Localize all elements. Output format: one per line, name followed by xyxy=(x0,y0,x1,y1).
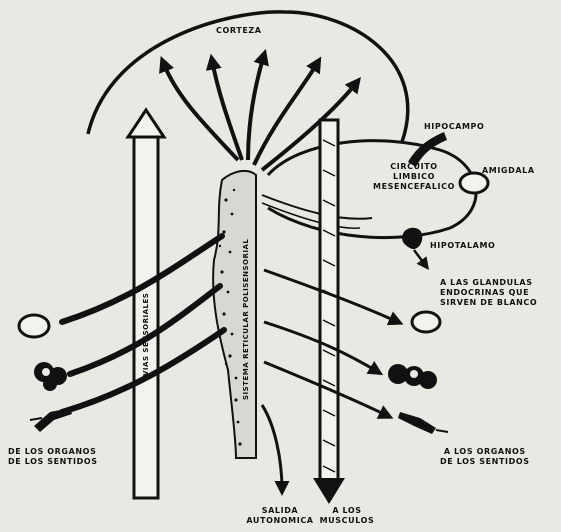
muscles-label-line2: MUSCULOS xyxy=(312,516,382,526)
reticular-system-label: SISTEMA RETICULAR POLISENSORIAL xyxy=(242,239,250,400)
eye-icon xyxy=(412,312,440,332)
sense-organs-input-label: DE LOS ORGANOS DE LOS SENTIDOS xyxy=(8,447,98,467)
limbic-circuit-label-line2: LIMBICO xyxy=(364,172,464,182)
eye-icon xyxy=(19,315,49,337)
limbic-circuit-label-line1: CIRCUITO xyxy=(364,162,464,172)
ear-icon xyxy=(388,364,437,389)
sensory-pathways-label: VIAS SENSORIALES xyxy=(142,293,150,376)
limbic-circuit-label-line3: MESENCEFALICO xyxy=(364,182,464,192)
autonomic-output-label: SALIDA AUTONOMICA xyxy=(240,506,320,526)
hypothalamus-shape xyxy=(402,228,422,249)
muscles-label: A LOS MUSCULOS xyxy=(312,506,382,526)
hippocampus-label: HIPOCAMPO xyxy=(424,122,484,132)
endocrine-glands-label: A LAS GLANDULAS ENDOCRINAS QUE SIRVEN DE… xyxy=(440,278,537,308)
sense-organs-input-label-line1: DE LOS ORGANOS xyxy=(8,447,98,457)
hand-receptor-icon xyxy=(30,408,72,432)
amygdala-shape xyxy=(460,173,488,193)
cortex-label: CORTEZA xyxy=(216,26,262,36)
hypothalamus-label: HIPOTALAMO xyxy=(430,241,495,251)
ear-icon xyxy=(34,362,67,391)
sense-organs-output-label-line1: A LOS ORGANOS xyxy=(440,447,530,457)
endocrine-glands-label-line2: ENDOCRINAS QUE xyxy=(440,288,537,298)
sense-organs-output-label: A LOS ORGANOS DE LOS SENTIDOS xyxy=(440,447,530,467)
sense-organs-input-label-line2: DE LOS SENTIDOS xyxy=(8,457,98,467)
endocrine-glands-label-line3: SIRVEN DE BLANCO xyxy=(440,298,537,308)
limbic-circuit-inner-2 xyxy=(262,203,360,228)
amygdala-label: AMIGDALA xyxy=(482,166,535,176)
limbic-circuit-label: CIRCUITO LIMBICO MESENCEFALICO xyxy=(364,162,464,192)
sense-organs-output-label-line2: DE LOS SENTIDOS xyxy=(440,457,530,467)
hand-receptor-icon xyxy=(398,412,448,434)
autonomic-output-label-line2: AUTONOMICA xyxy=(240,516,320,526)
hypothalamus-stalk xyxy=(414,250,426,266)
muscles-label-line1: A LOS xyxy=(312,506,382,516)
motor-pathway-column xyxy=(313,120,345,504)
autonomic-output-label-line1: SALIDA xyxy=(240,506,320,516)
endocrine-glands-label-line1: A LAS GLANDULAS xyxy=(440,278,537,288)
